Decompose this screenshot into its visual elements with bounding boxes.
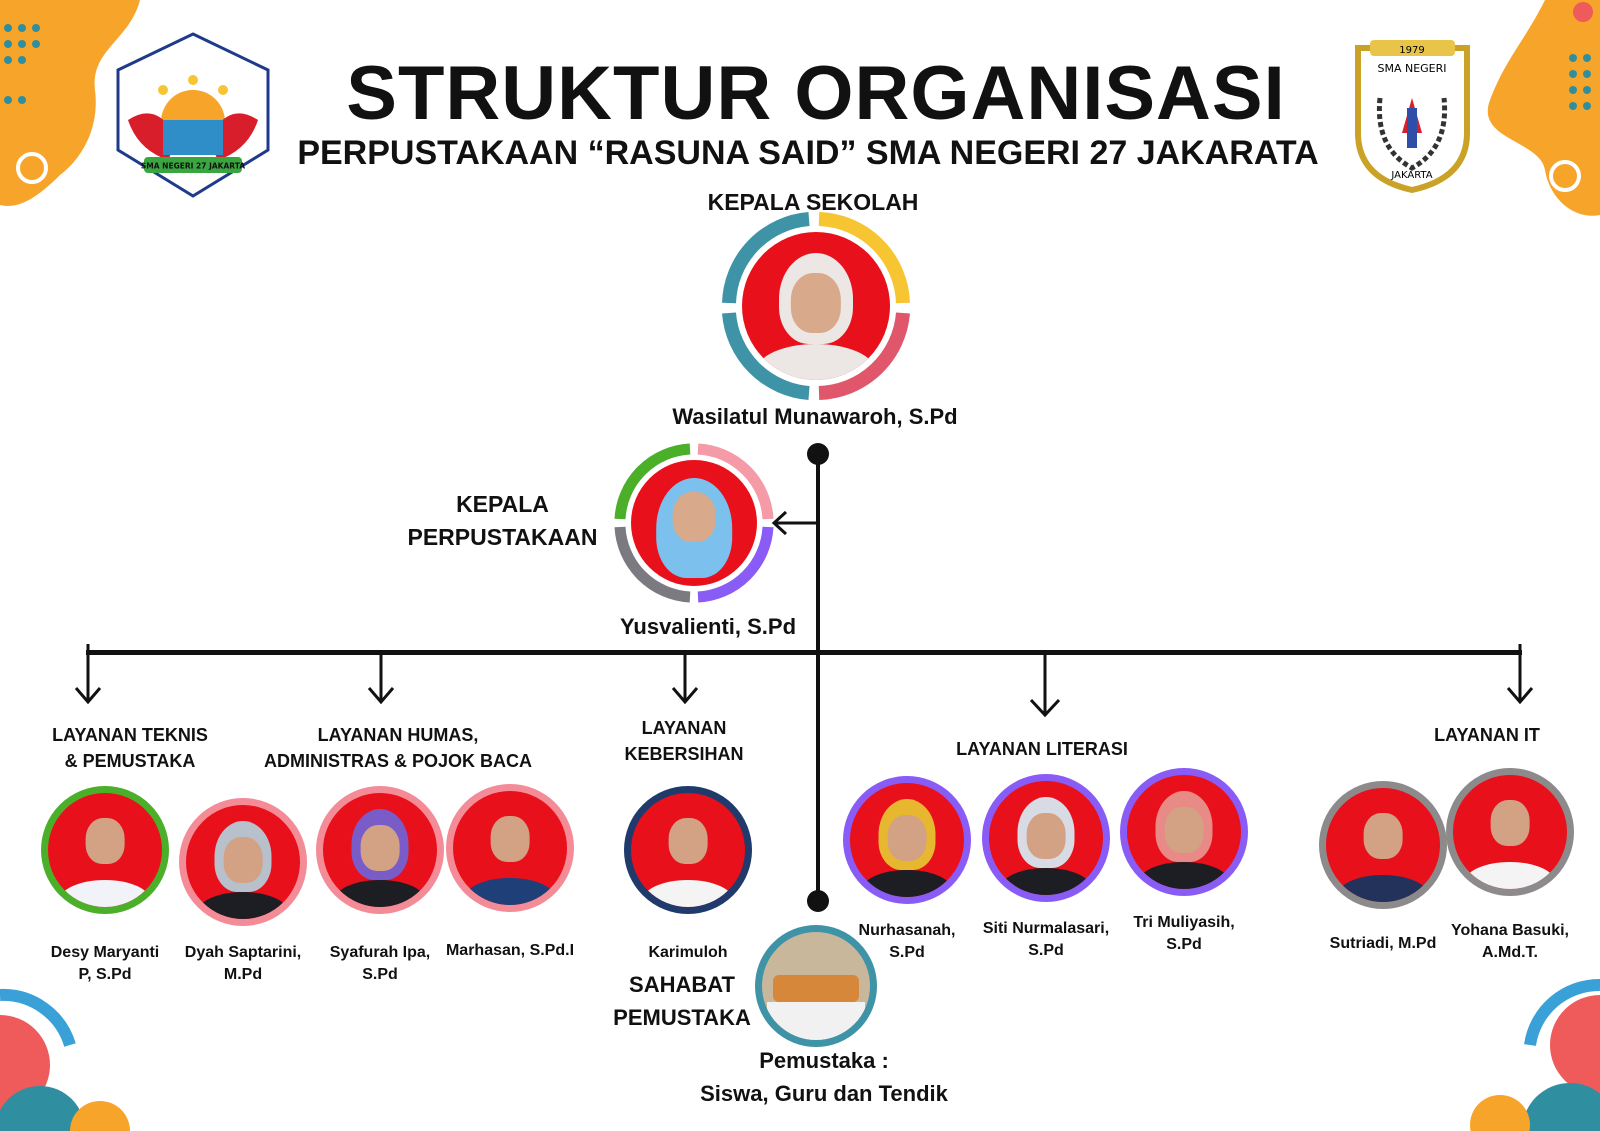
staff-name-line: P, S.Pd	[78, 966, 132, 983]
decoration-top-left	[0, 0, 140, 206]
branch-arrows	[74, 644, 1534, 718]
library-logo: SMA NEGERI 27 JAKARTA	[116, 32, 270, 198]
arrow-to-kepala-perpustakaan	[771, 510, 818, 536]
school-logo-year: 1979	[1399, 45, 1424, 56]
staff-photo	[179, 798, 307, 926]
staff-name: Desy Maryanti P, S.Pd	[51, 942, 160, 986]
staff-name-line: Karimuloh	[648, 944, 728, 961]
staff-name-line: Syafurah Ipa,	[329, 944, 431, 961]
staff-name-line: Nurhasanah,	[858, 922, 956, 939]
staff-name-line: Dyah Saptarini,	[184, 944, 302, 961]
staff-photo	[41, 786, 169, 914]
vertical-connector	[816, 455, 820, 902]
decoration-bottom-right	[1470, 978, 1600, 1131]
staff-name-line: Yohana Basuki,	[1451, 922, 1569, 939]
section-title-teknis: LAYANAN TEKNIS & PEMUSTAKA	[52, 722, 208, 774]
section-title-line: KEBERSIHAN	[624, 744, 744, 764]
staff-name-line: S.Pd	[889, 944, 925, 961]
staff-name-line: S.Pd	[362, 966, 398, 983]
staff-name-line: Marhasan, S.Pd.I	[445, 942, 575, 959]
section-title-literasi: LAYANAN LITERASI	[956, 736, 1128, 762]
staff-photo	[1120, 768, 1248, 896]
section-title-line: LAYANAN TEKNIS	[52, 725, 208, 745]
staff-name: Karimuloh	[648, 942, 727, 964]
kepala-sekolah-name: Wasilatul Munawaroh, S.Pd	[672, 404, 958, 429]
kepala-perpustakaan-photo	[631, 460, 757, 586]
staff-photo	[446, 784, 574, 912]
sahabat-label-line: SAHABAT	[629, 972, 735, 997]
staff-name: Tri Muliyasih, S.Pd	[1133, 912, 1234, 956]
connector-dot-top	[807, 443, 829, 465]
staff-name: Sutriadi, M.Pd	[1330, 933, 1437, 955]
sahabat-pemustaka-label: SAHABAT PEMUSTAKA	[613, 968, 751, 1034]
kepala-perpustakaan-ring	[614, 443, 774, 603]
staff-name: Marhasan, S.Pd.I	[446, 940, 574, 962]
library-logo-ribbon-text: SMA NEGERI 27 JAKARTA	[141, 162, 245, 171]
decoration-top-right	[1487, 0, 1600, 216]
page-title: STRUKTUR ORGANISASI	[346, 51, 1286, 136]
sahabat-label-line: PEMUSTAKA	[613, 1005, 751, 1030]
staff-name-line: Tri Muliyasih,	[1133, 914, 1235, 931]
section-title-humas: LAYANAN HUMAS, ADMINISTRAS & POJOK BACA	[264, 722, 532, 774]
section-title-it: LAYANAN IT	[1434, 722, 1540, 748]
pemustaka-caption: Pemustaka : Siswa, Guru dan Tendik	[700, 1044, 948, 1110]
kepala-perpustakaan-role-line2: PERPUSTAKAAN	[407, 524, 598, 550]
staff-photo	[1319, 781, 1447, 909]
pemustaka-caption-line: Siswa, Guru dan Tendik	[700, 1081, 948, 1106]
staff-name: Yohana Basuki, A.Md.T.	[1451, 920, 1569, 964]
staff-photo	[982, 774, 1110, 902]
school-logo-top: SMA NEGERI	[1377, 62, 1446, 75]
kepala-perpustakaan-role-line1: KEPALA	[456, 491, 549, 517]
staff-name-line: Siti Nurmalasari,	[982, 920, 1110, 937]
staff-photo	[316, 786, 444, 914]
section-title-line: & PEMUSTAKA	[64, 751, 196, 771]
horizontal-connector	[86, 650, 1522, 655]
staff-name: Syafurah Ipa, S.Pd	[330, 942, 430, 986]
staff-name-line: Desy Maryanti	[50, 944, 160, 961]
page-subtitle: PERPUSTAKAAN “RASUNA SAID” SMA NEGERI 27…	[297, 134, 1319, 172]
kepala-sekolah-ring	[722, 212, 910, 400]
staff-name-line: Sutriadi, M.Pd	[1329, 935, 1437, 952]
section-title-line: ADMINISTRAS & POJOK BACA	[263, 751, 533, 771]
section-title-line: LAYANAN HUMAS,	[317, 725, 479, 745]
kepala-sekolah-role: KEPALA SEKOLAH	[707, 189, 919, 215]
section-title-line: LAYANAN	[641, 718, 727, 738]
staff-name: Siti Nurmalasari, S.Pd	[983, 918, 1109, 962]
section-title-line: LAYANAN IT	[1434, 725, 1540, 745]
staff-name-line: A.Md.T.	[1482, 944, 1538, 961]
staff-name: Nurhasanah, S.Pd	[859, 920, 956, 964]
staff-name-line: S.Pd	[1028, 942, 1064, 959]
kepala-perpustakaan-name: Yusvalienti, S.Pd	[619, 614, 797, 639]
connector-dot-bottom	[807, 890, 829, 912]
staff-photo	[624, 786, 752, 914]
staff-name-line: M.Pd	[223, 966, 263, 983]
kepala-sekolah-photo	[742, 232, 890, 380]
kepala-perpustakaan-role: KEPALA PERPUSTAKAAN	[400, 488, 605, 554]
school-logo-bottom: JAKARTA	[1390, 170, 1432, 181]
staff-name-line: S.Pd	[1166, 936, 1202, 953]
staff-photo	[843, 776, 971, 904]
sahabat-pemustaka-photo	[755, 925, 877, 1047]
pemustaka-caption-line: Pemustaka :	[759, 1048, 889, 1073]
section-title-kebersihan: LAYANAN KEBERSIHAN	[624, 715, 743, 767]
staff-photo	[1446, 768, 1574, 896]
decoration-bottom-left	[0, 988, 130, 1131]
staff-name: Dyah Saptarini, M.Pd	[185, 942, 301, 986]
school-logo: 1979 SMA NEGERI JAKARTA	[1355, 40, 1470, 194]
section-title-line: LAYANAN LITERASI	[956, 739, 1128, 759]
